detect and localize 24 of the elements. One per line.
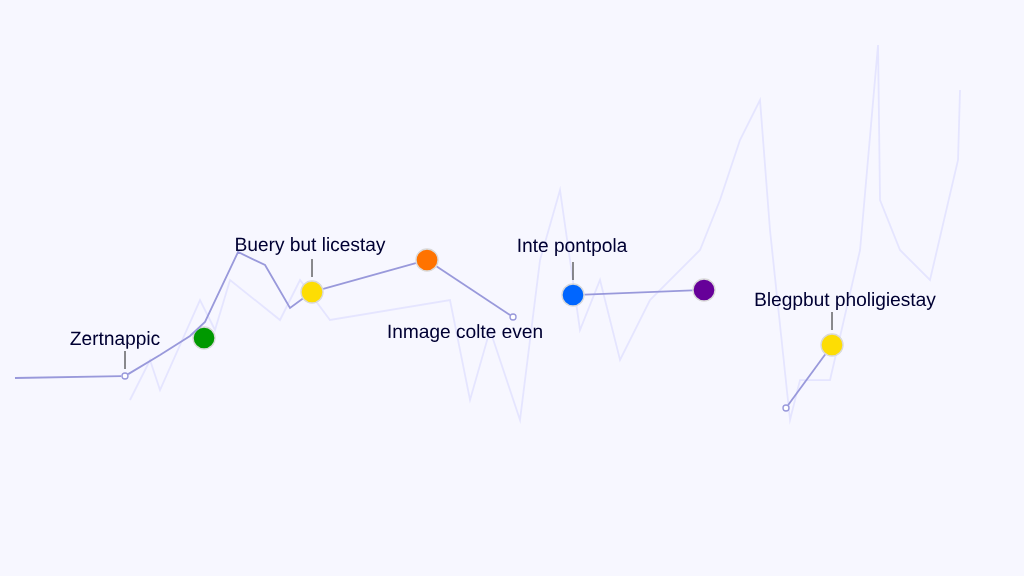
- callout-text: Inte pontpola: [518, 238, 628, 256]
- chart-line: [322, 262, 417, 290]
- callout-text: Buery but licestay: [236, 237, 386, 255]
- caption-text: Inmage colte even: [388, 324, 542, 342]
- coin-icon: [415, 248, 439, 272]
- leader-line: [572, 261, 574, 281]
- callout-text: Zertnappic: [70, 331, 160, 349]
- coin-icon: [692, 278, 716, 302]
- callout-text: Blegpbut pholigiestay: [755, 292, 936, 310]
- coin-icon: [561, 283, 585, 307]
- chart-line: [787, 353, 826, 406]
- point-marker: [782, 404, 790, 412]
- chart-line: [583, 289, 694, 296]
- point-marker: [509, 313, 517, 321]
- chart-line: [127, 250, 304, 375]
- coin-icon: [300, 280, 324, 304]
- leader-line: [124, 350, 126, 370]
- leader-line: [311, 258, 313, 278]
- point-marker: [121, 372, 129, 380]
- coin-icon: [820, 333, 844, 357]
- chart-line: [435, 265, 511, 316]
- chart-line: [14, 375, 123, 379]
- coin-icon: [192, 326, 216, 350]
- leader-line: [831, 311, 833, 331]
